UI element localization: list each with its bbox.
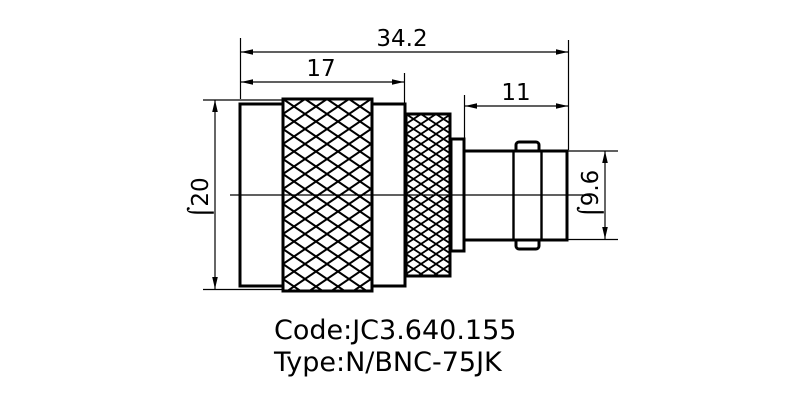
dim-coupling-length: 17 (241, 56, 406, 104)
arrowhead-left (241, 79, 253, 85)
arrowhead-top (212, 100, 218, 112)
dim-bnc-diameter: ⌠9.6 (566, 150, 618, 241)
arrowhead-right (556, 49, 568, 55)
arrowhead-top (602, 151, 608, 163)
dim-label-bnc-diameter: ⌠9.6 (576, 170, 604, 219)
arrowhead-left (241, 49, 253, 55)
dim-label-body-diameter: ⌠20 (186, 177, 214, 218)
dim-label-coupling: 17 (306, 56, 335, 82)
arrowhead-right (392, 79, 404, 85)
dim-overall-length: 34.2 (239, 26, 570, 150)
part-code-text: Code:JC3.640.155 (274, 315, 516, 346)
dim-label-bnc-length: 11 (501, 80, 530, 106)
connector-body (230, 97, 585, 293)
dim-bnc-length: 11 (463, 80, 568, 139)
arrowhead-left (465, 103, 477, 109)
part-type-text: Type:N/BNC-75JK (273, 347, 503, 378)
arrowhead-bottom (212, 277, 218, 289)
part-info: Code:JC3.640.155 Type:N/BNC-75JK (273, 315, 516, 378)
arrowhead-bottom (602, 227, 608, 239)
dim-label-overall: 34.2 (376, 26, 427, 52)
dim-body-diameter: ⌠20 (186, 99, 284, 291)
arrowhead-right (556, 103, 568, 109)
